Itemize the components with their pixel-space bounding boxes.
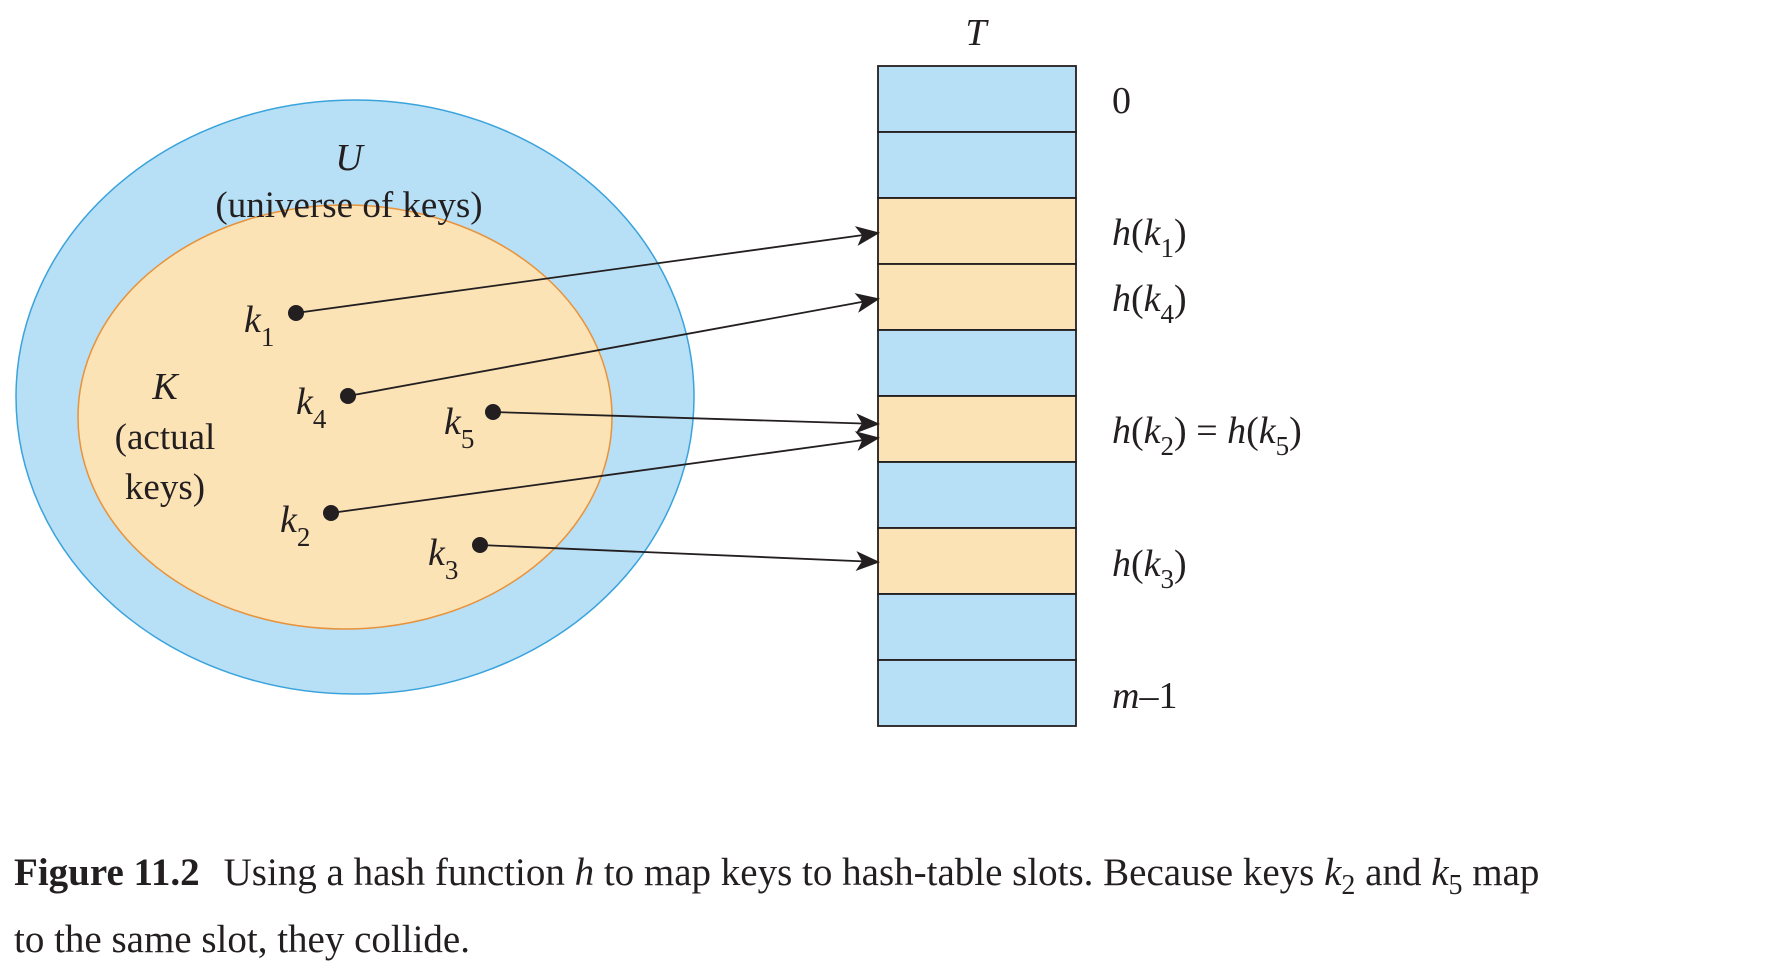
slot-label-h-k1: h(k1) (1112, 212, 1187, 263)
key-label-k5: k5 (444, 401, 474, 454)
hash-slot (877, 395, 1077, 463)
slot-label-h-k2-eq-h-k5: h(k2) = h(k5) (1112, 410, 1302, 461)
key-label-k1: k1 (244, 299, 274, 352)
universe-label: (universe of keys) (215, 185, 482, 226)
arrow-k2 (330, 431, 880, 514)
slot-label-m-minus-1: m–1 (1112, 675, 1177, 717)
hash-slot (877, 329, 1077, 397)
hash-slot (877, 197, 1077, 265)
arrow-k4 (347, 293, 880, 397)
hash-slot (877, 593, 1077, 661)
actual-keys-set (77, 204, 613, 630)
actual-keys-symbol: K (151, 366, 179, 408)
hash-slot (877, 461, 1077, 529)
actual-keys-label-line2: keys) (125, 467, 205, 508)
hash-slot (877, 659, 1077, 727)
arrow-k3 (479, 544, 880, 572)
hash-slot (877, 131, 1077, 199)
arrow-k5 (492, 411, 880, 434)
slot-label-h-k4: h(k4) (1112, 278, 1187, 329)
arrow-k1 (295, 226, 880, 314)
universe-symbol: U (335, 137, 365, 179)
hash-table (877, 65, 1077, 727)
caption-line-2: to the same slot, they collide. (14, 917, 470, 961)
table-title: T (965, 12, 989, 54)
key-label-k4: k4 (296, 381, 327, 434)
actual-keys-label-line1: (actual (115, 417, 216, 458)
slot-label-h-k3: h(k3) (1112, 543, 1187, 594)
slot-label-0: 0 (1112, 80, 1131, 122)
hash-slot (877, 527, 1077, 595)
key-label-k3: k3 (428, 532, 458, 585)
key-label-k2: k2 (280, 499, 310, 552)
hash-function-diagram: U (universe of keys) K (actual keys) k1 … (15, 12, 1302, 727)
hash-slot (877, 263, 1077, 331)
figure-number: Figure 11.2 (14, 851, 200, 894)
hash-slot (877, 65, 1077, 133)
